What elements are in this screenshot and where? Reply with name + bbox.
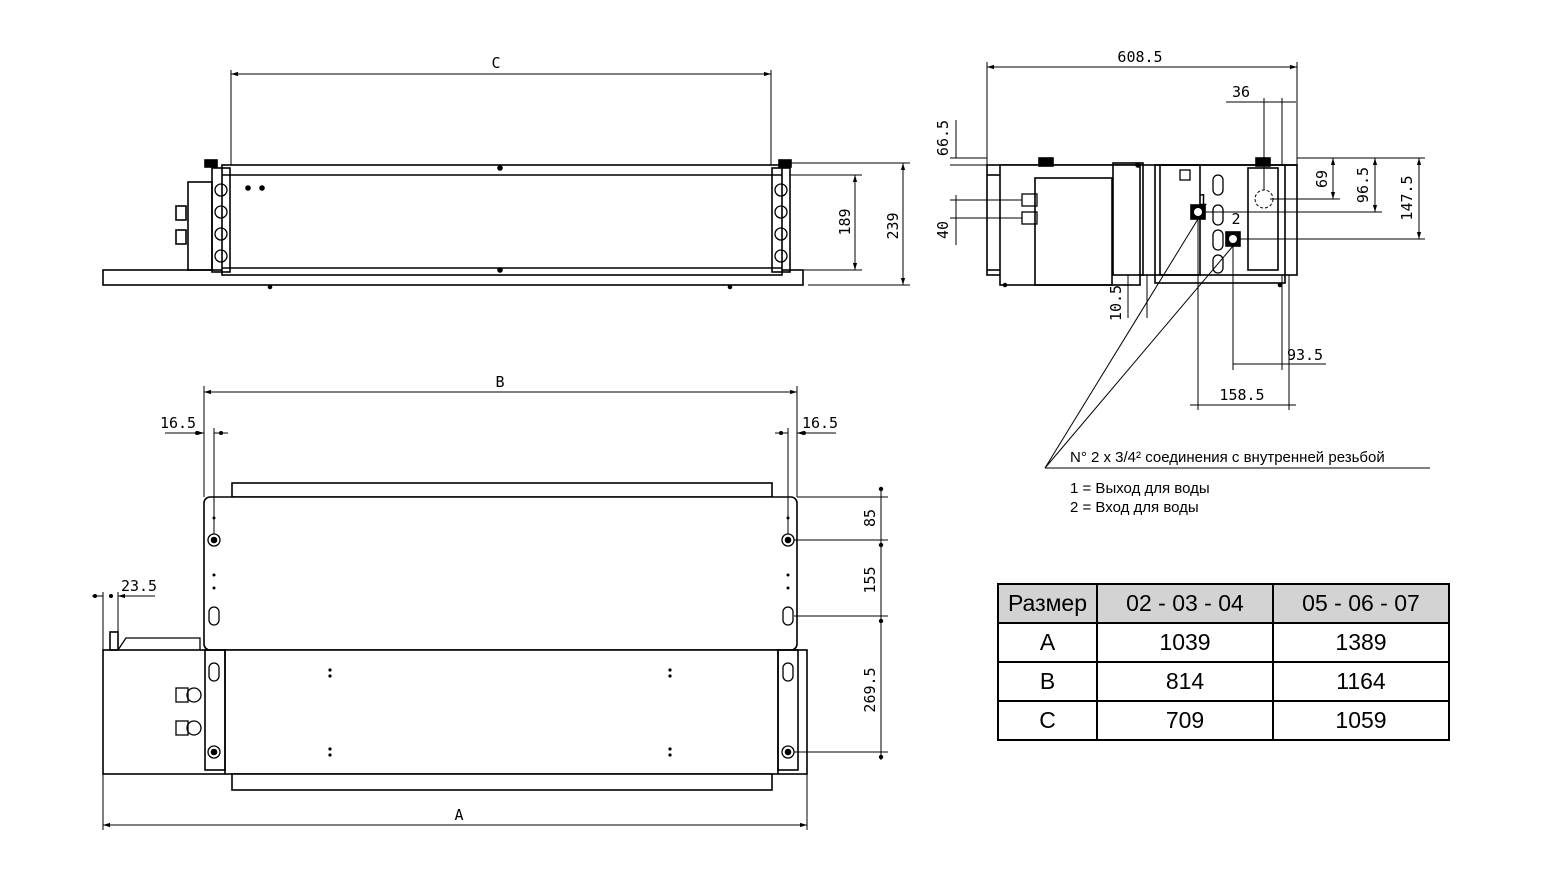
note-connections: N° 2 x 3/4² соединения с внутренней резь… [1070, 449, 1385, 466]
dim-40: 40 [934, 221, 952, 239]
table-cell: 1164 [1272, 661, 1450, 702]
table-cell: 814 [1096, 661, 1274, 702]
table-header: 05 - 06 - 07 [1272, 583, 1450, 624]
plan-view-dimensions [92, 386, 888, 830]
dim-23-5: 23.5 [121, 577, 157, 595]
note-outlet: 1 = Выход для воды [1070, 480, 1210, 497]
table-cell: 1059 [1272, 700, 1450, 741]
table-row: B 814 1164 [997, 661, 1450, 702]
table-cell: 709 [1096, 700, 1274, 741]
dim-269-5: 269.5 [861, 667, 879, 712]
dim-16-5-right: 16.5 [802, 414, 838, 432]
front-view-dimensions [230, 70, 910, 286]
dim-a: A [454, 806, 463, 824]
front-view [102, 159, 804, 290]
dim-36: 36 [1232, 83, 1250, 101]
pipe-label-2: 2 [1231, 210, 1240, 228]
dim-96-5: 96.5 [1354, 167, 1372, 203]
pipe-label-1: 1 [1198, 191, 1207, 209]
dim-608-5: 608.5 [1117, 48, 1162, 66]
table-header: 02 - 03 - 04 [1096, 583, 1274, 624]
dim-147-5: 147.5 [1398, 175, 1416, 220]
dim-b: B [495, 373, 504, 391]
dim-c: C [491, 54, 500, 72]
dim-93-5: 93.5 [1287, 346, 1323, 364]
dim-85: 85 [861, 509, 879, 527]
table-cell: 1389 [1272, 622, 1450, 663]
dim-189: 189 [836, 208, 854, 235]
dim-66-5: 66.5 [934, 120, 952, 156]
note-inlet: 2 = Вход для воды [1070, 499, 1199, 516]
dim-16-5-left: 16.5 [160, 414, 196, 432]
plan-view [102, 482, 808, 791]
side-view [986, 157, 1298, 288]
table-header: Размер [997, 583, 1098, 624]
table-cell: C [997, 700, 1098, 741]
dim-69: 69 [1313, 170, 1331, 188]
table-row: A 1039 1389 [997, 622, 1450, 663]
dim-155: 155 [861, 566, 879, 593]
dim-158-5: 158.5 [1219, 386, 1264, 404]
side-view-dimensions [950, 62, 1430, 469]
table-cell: A [997, 622, 1098, 663]
size-table: Размер 02 - 03 - 04 05 - 06 - 07 A 1039 … [997, 583, 1450, 741]
table-cell: B [997, 661, 1098, 702]
dim-10-5: 10.5 [1107, 285, 1125, 321]
table-row: C 709 1059 [997, 700, 1450, 741]
table-cell: 1039 [1096, 622, 1274, 663]
dim-239: 239 [884, 212, 902, 239]
plan-dim-ticks [93, 431, 884, 760]
table-header-row: Размер 02 - 03 - 04 05 - 06 - 07 [997, 583, 1450, 624]
